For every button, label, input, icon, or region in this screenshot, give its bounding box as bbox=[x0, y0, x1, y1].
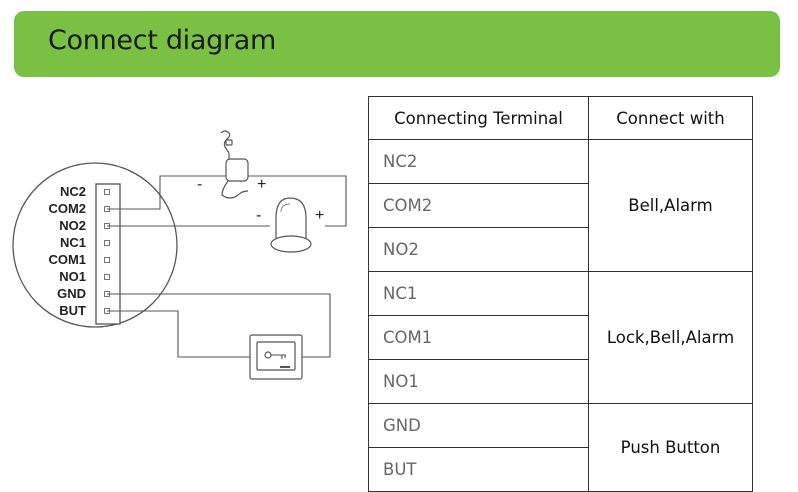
supply-minus-label: - bbox=[197, 176, 203, 193]
table-row: NO1 bbox=[368, 359, 753, 404]
terminal-cell: NO2 bbox=[368, 227, 589, 272]
wire-but bbox=[107, 310, 250, 358]
page-title: Connect diagram bbox=[48, 25, 276, 56]
terminal-block bbox=[95, 183, 121, 325]
terminal-label-nc2: NC2 bbox=[59, 184, 86, 199]
terminal-cell: NO1 bbox=[368, 359, 589, 404]
table-row: COM2 bbox=[368, 183, 753, 228]
terminal-cell: NC1 bbox=[368, 271, 589, 316]
terminal-cell: COM1 bbox=[368, 315, 589, 360]
table-row: NC1 Lock,Bell,Alarm bbox=[368, 271, 753, 404]
push-button-icon bbox=[249, 334, 303, 380]
terminal-label-no2: NO2 bbox=[59, 218, 86, 233]
table-row: GND Push Button bbox=[368, 403, 753, 492]
connect-with-cell: Lock,Bell,Alarm bbox=[588, 271, 753, 404]
bell-minus-label: - bbox=[256, 207, 262, 224]
supply-plus-label: + bbox=[257, 176, 267, 193]
table-header-row: Connecting Terminal Connect with bbox=[368, 96, 753, 140]
column-header-connect-with: Connect with bbox=[588, 96, 753, 140]
terminal-label-gnd: GND bbox=[57, 286, 86, 301]
wire-gnd bbox=[107, 293, 331, 358]
terminal-label-but: BUT bbox=[59, 303, 86, 318]
terminal-label-com2: COM2 bbox=[48, 201, 86, 216]
connection-table: Connecting Terminal Connect with NC2 Bel… bbox=[368, 96, 753, 492]
bell-plus-label: + bbox=[315, 207, 325, 224]
table-row: NC2 Bell,Alarm bbox=[368, 139, 753, 272]
terminal-cell: NC2 bbox=[368, 139, 589, 184]
terminal-label-no1: NO1 bbox=[59, 269, 86, 284]
header-banner: Connect diagram bbox=[14, 11, 780, 77]
terminal-label-nc1: NC1 bbox=[59, 235, 86, 250]
terminal-cell: GND bbox=[368, 403, 589, 448]
connect-with-cell: Bell,Alarm bbox=[588, 139, 753, 272]
terminal-cell: COM2 bbox=[368, 183, 589, 228]
wire-com2 bbox=[107, 175, 230, 210]
column-header-terminal: Connecting Terminal bbox=[368, 96, 589, 140]
wire-supply-to-bell bbox=[248, 175, 347, 227]
table-row: NO2 bbox=[368, 227, 753, 272]
terminal-block-inset bbox=[12, 162, 178, 328]
power-supply-icon bbox=[220, 130, 249, 199]
connect-with-cell: Push Button bbox=[588, 403, 753, 492]
terminal-cell: BUT bbox=[368, 447, 589, 492]
bell-alarm-icon bbox=[270, 197, 312, 253]
terminal-label-com1: COM1 bbox=[48, 252, 86, 267]
wires bbox=[107, 175, 347, 358]
